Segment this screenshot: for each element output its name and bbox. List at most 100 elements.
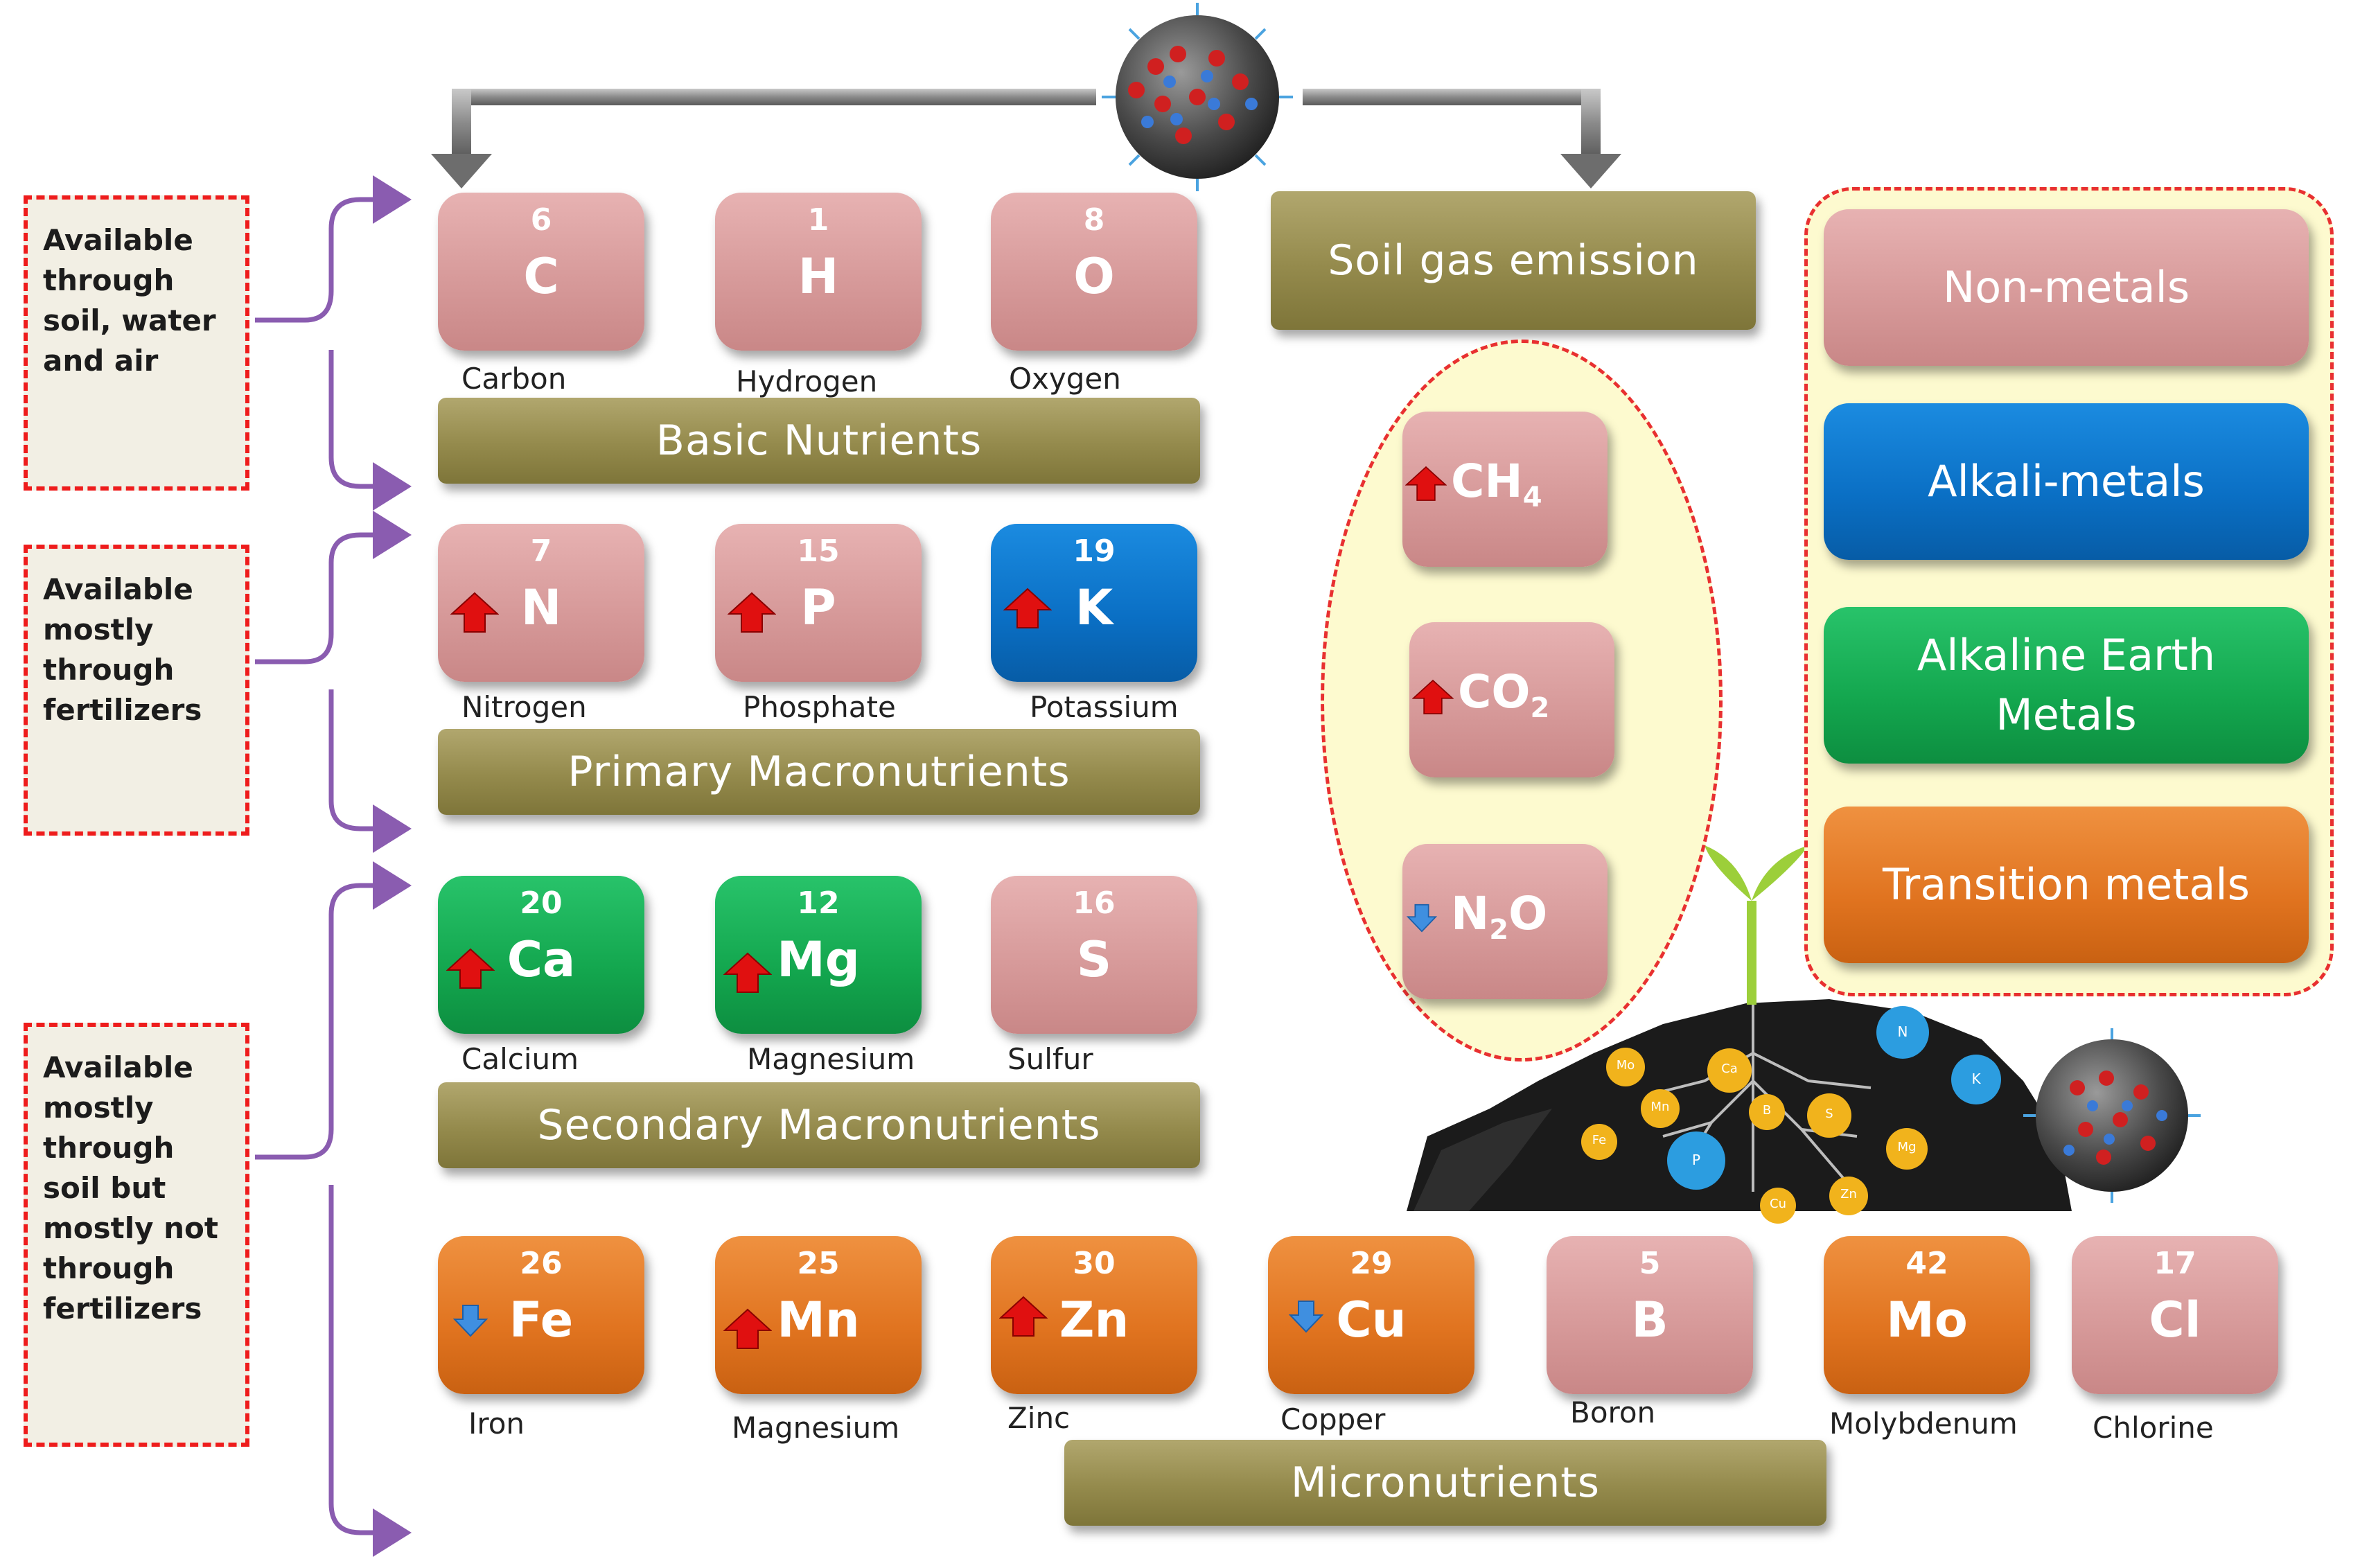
element-symbol: Mn: [777, 1292, 860, 1348]
banner-soil-gas-emission: Soil gas emission: [1271, 191, 1756, 330]
increase-arrow-icon: [999, 1296, 1048, 1337]
increase-arrow-icon: [450, 592, 499, 633]
decrease-arrow-icon: [1289, 1301, 1323, 1333]
element-symbol: Ca: [507, 931, 576, 988]
element-symbol: Mg: [777, 931, 860, 988]
ball-label: N: [1897, 1023, 1908, 1040]
element-tile-oxygen: 8 O: [991, 193, 1197, 351]
banner-micronutrients: Micronutrients: [1064, 1440, 1826, 1526]
element-tile-nitrogen: 7 N: [438, 524, 644, 682]
atomic-number: 20: [520, 886, 563, 921]
element-name: Magnesium: [732, 1411, 900, 1445]
increase-arrow-icon: [1405, 466, 1447, 501]
element-name: Hydrogen: [736, 364, 878, 398]
element-symbol: P: [800, 579, 836, 636]
element-name: Magnesium: [747, 1042, 915, 1076]
increase-arrow-icon: [1003, 588, 1052, 628]
ball-label: Cu: [1770, 1197, 1786, 1211]
element-name: Iron: [468, 1407, 525, 1441]
gas-formula: N2O: [1451, 887, 1548, 946]
decrease-arrow-icon: [1407, 904, 1437, 933]
element-tile-magnesium: 12 Mg: [715, 876, 922, 1034]
element-name: Nitrogen: [461, 690, 587, 724]
element-symbol: S: [1076, 931, 1112, 988]
element-name: Copper: [1280, 1402, 1386, 1436]
atomic-number: 19: [1073, 534, 1116, 569]
nanoparticle-icon-soil: [2023, 1028, 2201, 1203]
element-symbol: Fe: [509, 1292, 574, 1348]
element-tile-phosphate: 15 P: [715, 524, 922, 682]
atomic-number: 5: [1639, 1246, 1661, 1281]
element-symbol: Cl: [2149, 1292, 2201, 1348]
ball-label: Mn: [1650, 1100, 1670, 1114]
element-name: Boron: [1570, 1395, 1656, 1429]
atomic-number: 26: [520, 1246, 563, 1281]
banner-primary-macronutrients: Primary Macronutrients: [438, 729, 1200, 815]
ball-label: B: [1762, 1103, 1772, 1118]
element-name: Sulfur: [1007, 1042, 1093, 1076]
element-symbol: Mo: [1886, 1292, 1968, 1348]
ball-label: Mo: [1616, 1058, 1635, 1073]
atomic-number: 7: [530, 534, 552, 569]
gas-formula: CH4: [1451, 455, 1542, 514]
gas-tile-carbon-dioxide: CO2: [1409, 622, 1614, 777]
element-symbol: K: [1075, 579, 1113, 636]
element-symbol: N: [520, 579, 562, 636]
increase-arrow-icon: [446, 948, 495, 989]
decrease-arrow-icon: [453, 1305, 488, 1337]
element-tile-copper: 29 Cu: [1268, 1236, 1474, 1394]
element-name: Molybdenum: [1829, 1407, 2018, 1441]
ball-label: K: [1971, 1071, 1981, 1087]
element-name: Carbon: [461, 362, 567, 396]
banner-basic-nutrients: Basic Nutrients: [438, 398, 1200, 484]
ball-label: S: [1825, 1107, 1833, 1121]
element-symbol: C: [523, 248, 559, 305]
ball-label: Zn: [1840, 1187, 1857, 1201]
element-tile-molybdenum: 42 Mo: [1824, 1236, 2030, 1394]
atomic-number: 1: [807, 202, 829, 238]
availability-note-basic: Available through soil, water and air: [24, 195, 249, 491]
element-tile-chlorine: 17 Cl: [2072, 1236, 2278, 1394]
nanoparticle-icon: [1102, 3, 1293, 191]
element-symbol: H: [798, 248, 839, 305]
availability-brackets: [255, 175, 412, 1557]
atomic-number: 6: [530, 202, 552, 238]
increase-arrow-icon: [728, 592, 776, 633]
increase-arrow-icon: [723, 1308, 772, 1349]
ball-label: Ca: [1721, 1062, 1738, 1076]
availability-note-secondary-micro: Available mostly through soil but mostly…: [24, 1023, 249, 1447]
atomic-number: 30: [1073, 1246, 1116, 1281]
element-tile-sulfur: 16 S: [991, 876, 1197, 1034]
soil-nutrient-balls: [1581, 1006, 2001, 1224]
element-name: Zinc: [1007, 1401, 1071, 1435]
banner-secondary-macronutrients: Secondary Macronutrients: [438, 1082, 1200, 1168]
element-tile-iron: 26 Fe: [438, 1236, 644, 1394]
atomic-number: 12: [797, 886, 840, 921]
element-symbol: B: [1631, 1292, 1668, 1348]
ball-label: P: [1691, 1152, 1701, 1168]
increase-arrow-icon: [1412, 679, 1454, 714]
nanoparticle-distribution-arrows: [431, 89, 1621, 188]
atomic-number: 15: [797, 534, 840, 569]
element-tile-hydrogen: 1 H: [715, 193, 922, 351]
element-symbol: Cu: [1336, 1292, 1407, 1348]
element-name: Potassium: [1030, 690, 1179, 724]
element-symbol: Zn: [1059, 1292, 1129, 1348]
availability-note-primary: Available mostly through fertilizers: [24, 545, 249, 836]
legend-alkaline-earth-metals: Alkaline Earth Metals: [1824, 607, 2309, 764]
atomic-number: 29: [1350, 1246, 1393, 1281]
atomic-number: 8: [1083, 202, 1105, 238]
atomic-number: 42: [1905, 1246, 1948, 1281]
legend-transition-metals: Transition metals: [1824, 807, 2309, 963]
element-tile-calcium: 20 Ca: [438, 876, 644, 1034]
element-name: Calcium: [461, 1042, 579, 1076]
atomic-number: 17: [2154, 1246, 2196, 1281]
element-tile-carbon: 6 C: [438, 193, 644, 351]
gas-tile-nitrous-oxide: N2O: [1402, 844, 1608, 999]
element-name: Oxygen: [1009, 362, 1121, 396]
increase-arrow-icon: [723, 952, 772, 993]
gas-formula: CO2: [1458, 665, 1550, 725]
element-tile-boron: 5 B: [1547, 1236, 1753, 1394]
element-name: Phosphate: [743, 690, 896, 724]
